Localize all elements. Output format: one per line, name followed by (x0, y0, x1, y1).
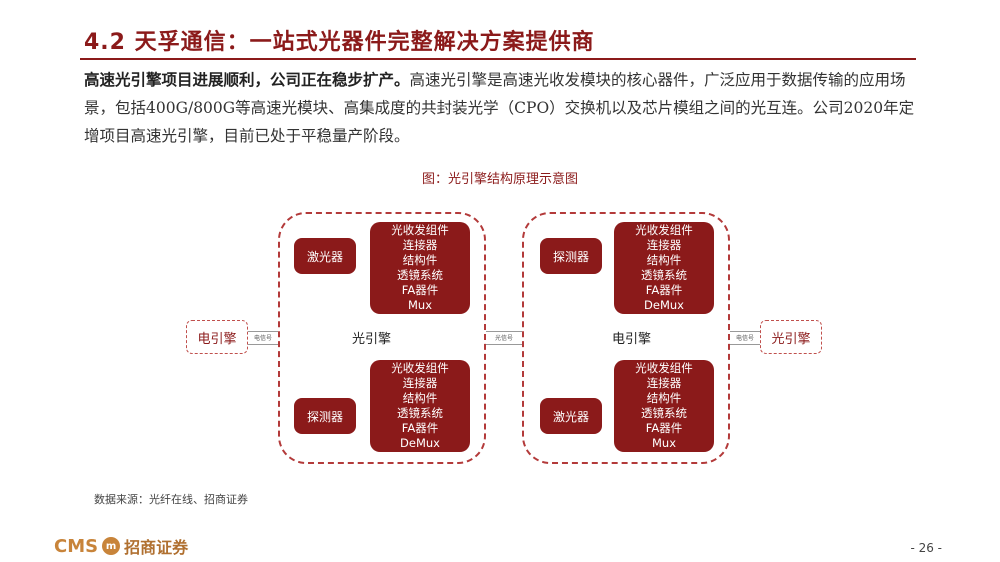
list-item: 结构件 (402, 253, 438, 267)
logo-cn-text: 招商证券 (124, 538, 189, 557)
list-item: 光收发组件 (635, 361, 693, 375)
list-item: 结构件 (646, 253, 682, 267)
title-divider (80, 58, 916, 60)
body-lead: 高速光引擎项目进展顺利，公司正在稳步扩产。 (84, 71, 410, 89)
connector-line-left-bottom (248, 344, 278, 345)
right-top-detector-box: 探测器 (540, 238, 602, 274)
list-item: FA器件 (401, 283, 439, 297)
left-bottom-component-list: 光收发组件 连接器 结构件 透镜系统 FA器件 DeMux (370, 360, 470, 452)
left-bottom-detector-box: 探测器 (294, 398, 356, 434)
list-item: DeMux (644, 298, 684, 312)
left-engine-label: 光引擎 (352, 332, 392, 347)
signal-right-label: 电信号 (735, 335, 754, 342)
signal-left-label: 电信号 (253, 335, 272, 342)
right-engine-label: 电引擎 (612, 332, 652, 347)
connector-line-mid-bottom (486, 344, 522, 345)
connector-line-left-top (248, 331, 278, 332)
connector-line-right-top (730, 331, 760, 332)
list-item: 透镜系统 (641, 268, 687, 282)
list-item: 透镜系统 (397, 406, 443, 420)
list-item: 连接器 (646, 238, 682, 252)
page-number: - 26 - (910, 541, 942, 555)
list-item: 连接器 (646, 376, 682, 390)
list-item: 结构件 (402, 391, 438, 405)
list-item: FA器件 (645, 283, 683, 297)
signal-mid-label: 光信号 (494, 335, 513, 342)
list-item: 透镜系统 (641, 406, 687, 420)
data-source: 数据来源：光纤在线、招商证券 (94, 493, 248, 506)
left-top-laser-box: 激光器 (294, 238, 356, 274)
ext-electrical-engine-box: 电引擎 (186, 320, 248, 354)
right-bottom-component-list: 光收发组件 连接器 结构件 透镜系统 FA器件 Mux (614, 360, 714, 452)
list-item: 连接器 (402, 376, 438, 390)
right-bottom-laser-box: 激光器 (540, 398, 602, 434)
section-title: 4.2 天孚通信：一站式光器件完整解决方案提供商 (84, 30, 595, 55)
logo-mark-icon: m (102, 537, 121, 555)
list-item: 连接器 (402, 238, 438, 252)
optical-engine-container (278, 212, 486, 464)
list-item: 结构件 (646, 391, 682, 405)
ext-right-label: 光引擎 (771, 331, 811, 347)
ext-optical-engine-box: 光引擎 (760, 320, 822, 354)
list-item: 光收发组件 (391, 223, 449, 237)
list-item: DeMux (400, 436, 440, 450)
list-item: FA器件 (401, 421, 439, 435)
ext-left-label: 电引擎 (197, 331, 237, 347)
electrical-engine-container (522, 212, 730, 464)
body-text: 高速光引擎是高速光收发模块的核心器件，广泛应用于数据传输的应用场景，包括400G… (84, 71, 915, 145)
list-item: 光收发组件 (635, 223, 693, 237)
left-top-component-list: 光收发组件 连接器 结构件 透镜系统 FA器件 Mux (370, 222, 470, 314)
list-item: Mux (407, 298, 433, 312)
connector-line-right-bottom (730, 344, 760, 345)
figure-caption: 图：光引擎结构原理示意图 (421, 172, 578, 187)
list-item: 透镜系统 (397, 268, 443, 282)
list-item: Mux (651, 436, 677, 450)
list-item: FA器件 (645, 421, 683, 435)
body-paragraph: 高速光引擎项目进展顺利，公司正在稳步扩产。高速光引擎是高速光收发模块的核心器件，… (84, 66, 918, 150)
list-item: 光收发组件 (391, 361, 449, 375)
cms-logo: CMS m 招商证券 (54, 534, 188, 558)
right-top-component-list: 光收发组件 连接器 结构件 透镜系统 FA器件 DeMux (614, 222, 714, 314)
logo-cms-text: CMS (54, 535, 99, 557)
connector-line-mid-top (486, 331, 522, 332)
